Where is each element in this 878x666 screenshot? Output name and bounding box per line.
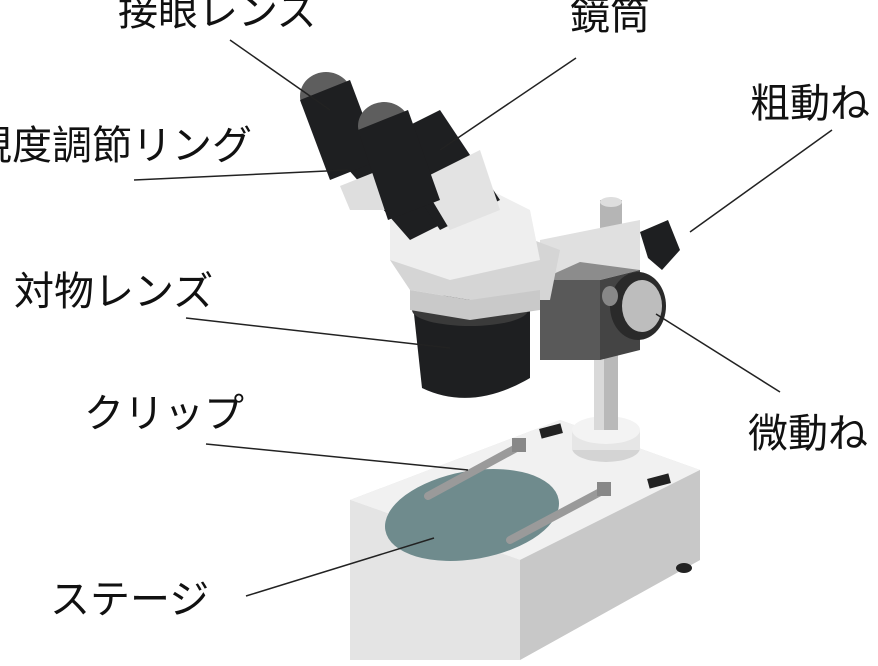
fine-knob [602,272,666,340]
coarse-knob [640,220,680,270]
coarse-focus-label: 粗動ね [750,81,870,127]
eyepiece-label: 接眼レンズ [118,0,318,35]
objective-lens-label: 対物レンズ [14,269,214,315]
switch-icon [647,473,671,489]
clip-label: クリップ [84,391,244,437]
stage-label: ステージ [50,577,210,623]
tube-label: 鏡筒 [570,0,650,39]
switch-icon [539,423,563,439]
binocular-tubes [300,72,500,240]
fine-focus-label: 微動ね [748,411,868,457]
leader-lines [133,39,833,597]
stage-clips [424,438,611,544]
diopter-ring-label: 視度調節リング [0,123,252,169]
